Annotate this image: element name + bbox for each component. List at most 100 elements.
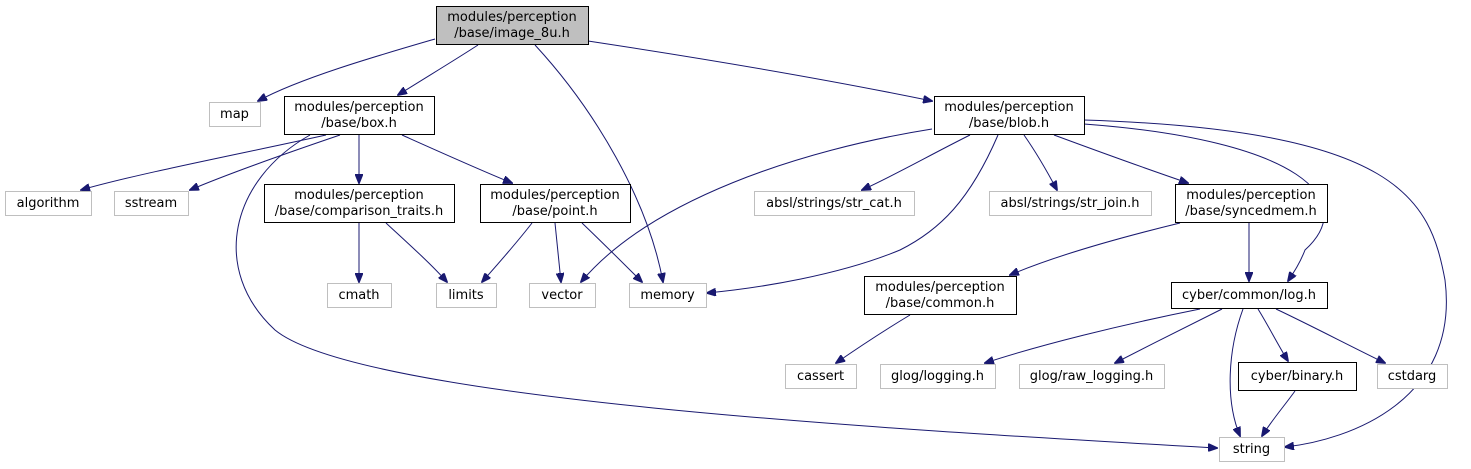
node-label-line: modules/perception — [294, 100, 423, 115]
node-sstream: sstream — [114, 191, 189, 216]
node-label-line: /base/syncedmem.h — [1185, 204, 1317, 219]
node-label-line: /base/comparison_traits.h — [275, 204, 443, 219]
node-common[interactable]: modules/perception/base/common.h — [864, 276, 1017, 315]
edge-blob-to-memory — [707, 134, 999, 293]
node-label-line: /base/blob.h — [969, 116, 1049, 131]
node-label-line: cstdarg — [1388, 369, 1437, 384]
edge-box-to-sstream — [190, 134, 341, 190]
node-box — [989, 191, 1152, 216]
node-box — [629, 283, 707, 308]
node-box — [114, 191, 189, 216]
node-label-line: map — [220, 107, 249, 122]
edge-image_8u-to-memory — [534, 44, 663, 282]
node-box — [1019, 364, 1165, 389]
node-label-line: limits — [448, 288, 484, 303]
node-label-line: modules/perception — [490, 188, 619, 203]
edge-log-to-glog_logging — [985, 308, 1201, 363]
edges-layer — [81, 38, 1447, 448]
node-label-line: cyber/common/log.h — [1182, 288, 1316, 303]
edge-blob-to-str_cat — [862, 134, 971, 190]
node-label-line: glog/logging.h — [891, 369, 984, 384]
edge-point-to-vector — [554, 222, 561, 282]
node-box — [209, 102, 261, 127]
edge-blob-to-str_join — [1023, 134, 1057, 190]
node-box — [880, 364, 996, 389]
edge-syncedmem-to-common — [1010, 222, 1181, 275]
node-algorithm: algorithm — [5, 191, 92, 216]
edge-image_8u-to-map — [258, 38, 436, 101]
node-box — [1238, 362, 1357, 391]
edge-image_8u-to-box — [398, 44, 479, 95]
node-box — [436, 283, 497, 308]
node-map: map — [209, 102, 261, 127]
edge-log-to-glog_raw — [1115, 308, 1223, 363]
node-cstdarg: cstdarg — [1377, 364, 1448, 389]
edge-comparison-to-limits — [385, 222, 447, 282]
node-label-line: modules/perception — [294, 188, 423, 203]
node-glog-raw: glog/raw_logging.h — [1019, 364, 1165, 389]
node-limits: limits — [436, 283, 497, 308]
node-label-line: string — [1233, 442, 1270, 457]
node-label-line: modules/perception — [875, 280, 1004, 295]
edge-point-to-limits — [482, 222, 533, 282]
edge-point-to-memory — [581, 222, 642, 282]
node-comparison[interactable]: modules/perception/base/comparison_trait… — [264, 184, 455, 223]
node-label-line: glog/raw_logging.h — [1030, 369, 1153, 384]
node-memory: memory — [629, 283, 707, 308]
node-label-line: /base/point.h — [512, 204, 597, 219]
node-label-line: sstream — [125, 196, 177, 211]
node-syncedmem[interactable]: modules/perception/base/syncedmem.h — [1175, 184, 1328, 223]
node-log[interactable]: cyber/common/log.h — [1171, 282, 1328, 309]
node-label-line: /base/box.h — [321, 116, 397, 131]
node-cmath: cmath — [327, 283, 392, 308]
node-box — [864, 276, 1017, 315]
node-label-line: memory — [640, 288, 695, 303]
node-box — [1171, 282, 1328, 309]
edge-log-to-binary — [1257, 308, 1288, 361]
node-label-line: /base/common.h — [886, 296, 995, 311]
edge-binary-to-string — [1262, 390, 1296, 436]
edge-blob-to-syncedmem — [1053, 134, 1188, 183]
node-string: string — [1219, 437, 1285, 462]
node-box — [1377, 364, 1448, 389]
node-label-line: modules/perception — [447, 10, 576, 25]
node-glog-logging: glog/logging.h — [880, 364, 996, 389]
node-box — [480, 184, 631, 223]
node-str-cat: absl/strings/str_cat.h — [754, 191, 915, 216]
node-box — [754, 191, 915, 216]
node-blob[interactable]: modules/perception/base/blob.h — [934, 96, 1085, 135]
node-label-line: modules/perception — [944, 100, 1073, 115]
edge-box-to-point — [401, 134, 512, 183]
node-box — [436, 6, 589, 45]
edge-log-to-string — [1229, 308, 1244, 436]
node-box[interactable]: modules/perception/base/box.h — [284, 96, 435, 135]
node-label-line: absl/strings/str_join.h — [1001, 196, 1140, 211]
node-label-line: /base/image_8u.h — [454, 26, 570, 41]
edge-common-to-cassert — [836, 314, 911, 363]
node-box — [934, 96, 1085, 135]
node-binary[interactable]: cyber/binary.h — [1238, 362, 1357, 391]
node-label-line: vector — [541, 288, 583, 303]
edge-box-to-string — [235, 134, 1217, 448]
edge-log-to-cstdarg — [1275, 308, 1385, 363]
node-image-8u[interactable]: modules/perception/base/image_8u.h — [436, 6, 589, 45]
node-label-line: cmath — [338, 288, 379, 303]
node-box — [1219, 437, 1285, 462]
node-vector: vector — [529, 283, 596, 308]
node-label-line: modules/perception — [1186, 188, 1315, 203]
node-label-line: absl/strings/str_cat.h — [766, 196, 902, 211]
node-label-line: algorithm — [17, 196, 80, 211]
node-cassert: cassert — [785, 364, 857, 389]
node-label-line: cyber/binary.h — [1251, 369, 1343, 384]
node-box — [264, 184, 455, 223]
node-box — [529, 283, 596, 308]
node-point[interactable]: modules/perception/base/point.h — [480, 184, 631, 223]
edge-box-to-algorithm — [81, 134, 327, 190]
node-label-line: cassert — [797, 369, 844, 384]
edge-blob-to-string — [1083, 119, 1447, 447]
edge-image_8u-to-blob — [587, 40, 932, 101]
node-box — [785, 364, 857, 389]
node-box — [284, 96, 435, 135]
